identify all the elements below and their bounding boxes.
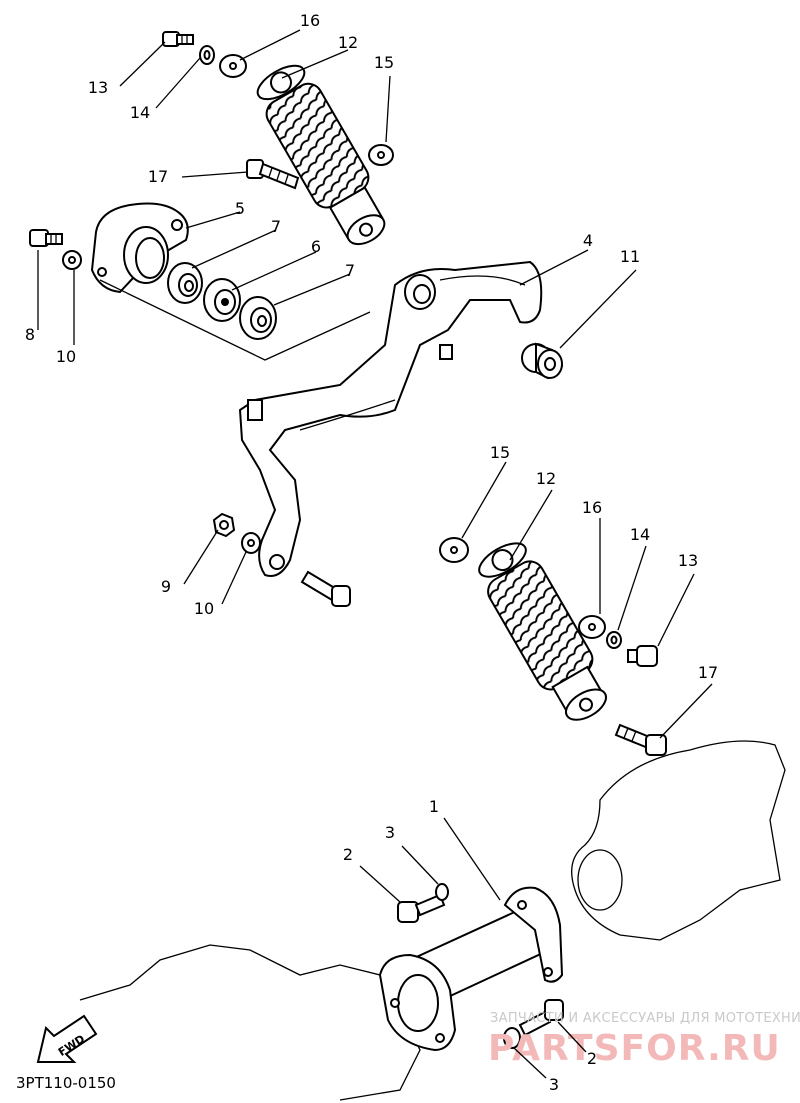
lower-shock-absorber (478, 542, 607, 721)
callout-leader-c12b (509, 489, 553, 561)
callout-leader-c7b (273, 273, 351, 306)
callout-label-c14b: 14 (630, 525, 650, 544)
upper-bolt-13 (162, 31, 194, 47)
callout-leader-c11 (559, 269, 637, 349)
callout-label-c12b: 12 (536, 469, 556, 488)
pipe-washer-3-lower (503, 1027, 521, 1049)
assembly-axis-line (99, 279, 371, 361)
callout-label-c16b: 16 (582, 498, 602, 517)
callout-label-c7b: 7 (345, 261, 355, 280)
upper-washer-15 (368, 144, 394, 166)
callout-leader-c2a (359, 865, 401, 903)
callout-leader-c16a (239, 29, 301, 61)
callout-label-c10b: 10 (194, 599, 214, 618)
callout-label-c1: 1 (429, 797, 439, 816)
callout-label-c15b: 15 (490, 443, 510, 462)
upper-washer-16 (219, 54, 247, 78)
callout-leader-c5 (185, 211, 241, 229)
callout-label-c2b: 2 (587, 1049, 597, 1068)
bearing-7-second (239, 296, 277, 340)
callout-label-c3b: 3 (549, 1075, 559, 1094)
nut-9 (212, 512, 236, 538)
pivot-plate-5 (90, 202, 189, 294)
callout-label-c8: 8 (25, 325, 35, 344)
callout-label-c15a: 15 (374, 53, 394, 72)
washer-10-lower (241, 532, 261, 554)
fwd-arrow-icon: FWD (36, 1014, 98, 1063)
callout-label-c10a: 10 (56, 347, 76, 366)
callout-label-c6: 6 (311, 237, 321, 256)
rear-arm-bracket-4 (238, 260, 543, 577)
lower-bolt-13 (627, 645, 658, 667)
callout-leader-c10b (221, 551, 247, 605)
callout-label-c9: 9 (161, 577, 171, 596)
spacer-6 (203, 278, 241, 322)
callout-leader-c6 (231, 251, 317, 291)
upper-spring-washer-14 (199, 45, 215, 65)
callout-label-c2a: 2 (343, 845, 353, 864)
callout-label-c17b: 17 (698, 663, 718, 682)
callout-leader-c2b (557, 1021, 587, 1053)
callout-label-c11: 11 (620, 247, 640, 266)
callout-label-c14a: 14 (130, 103, 150, 122)
callout-label-c13b: 13 (678, 551, 698, 570)
watermark-brand: PARTSFOR.RU (488, 1028, 781, 1069)
upper-shock-absorber (256, 64, 386, 246)
callout-leader-c15b (461, 461, 507, 539)
callout-label-c13a: 13 (88, 78, 108, 97)
mount-pipe-1 (378, 886, 564, 1052)
pipe-washer-3-upper (435, 883, 449, 901)
callout-labels: 1612131415175767411810151216141391017132… (25, 11, 718, 1094)
callout-leader-c1 (443, 817, 501, 901)
callout-leader-c7a (191, 229, 277, 269)
callout-leader-c14b (617, 545, 647, 631)
frame-outline (79, 944, 421, 1101)
lower-bolt-17 (614, 723, 667, 756)
callout-leader-c13a (119, 41, 166, 87)
bearing-7-first (167, 262, 203, 304)
lower-washer-16 (578, 615, 606, 639)
callout-label-c7a: 7 (271, 217, 281, 236)
upper-bolt-17 (246, 159, 300, 190)
callout-label-c4: 4 (583, 231, 593, 250)
pipe-bolt-2-lower (518, 999, 564, 1037)
callout-label-c12a: 12 (338, 33, 358, 52)
lower-washer-15 (439, 537, 469, 563)
bracket-bolt (300, 570, 351, 607)
collar-11 (521, 342, 564, 380)
washer-10-left (62, 250, 82, 270)
callout-leader-c13b (657, 573, 695, 647)
bolt-8 (29, 229, 63, 247)
callout-leader-c3a (401, 845, 439, 885)
callout-leader-c15a (385, 75, 391, 143)
lower-spring-washer-14 (606, 631, 622, 649)
callout-leader-c17b (659, 683, 713, 739)
engine-outline (571, 740, 786, 941)
callout-leader-c4 (519, 249, 589, 286)
callout-leader-c9 (183, 529, 219, 585)
pipe-bolt-2-upper (397, 893, 446, 923)
callout-leader-c3b (513, 1047, 547, 1079)
callout-label-c17a: 17 (148, 167, 168, 186)
watermark-tagline: ЗАПЧАСТИ И АКСЕССУАРЫ ДЛЯ МОТОТЕХНИКИ (490, 1011, 800, 1026)
callout-label-c5: 5 (235, 199, 245, 218)
callout-leader-c14a (155, 57, 201, 109)
drawing-code: 3PT110-0150 (16, 1074, 116, 1092)
callout-leader-c12a (281, 49, 349, 79)
callout-label-c16a: 16 (300, 11, 320, 30)
callout-label-c3a: 3 (385, 823, 395, 842)
callout-leader-c17a (181, 171, 249, 178)
